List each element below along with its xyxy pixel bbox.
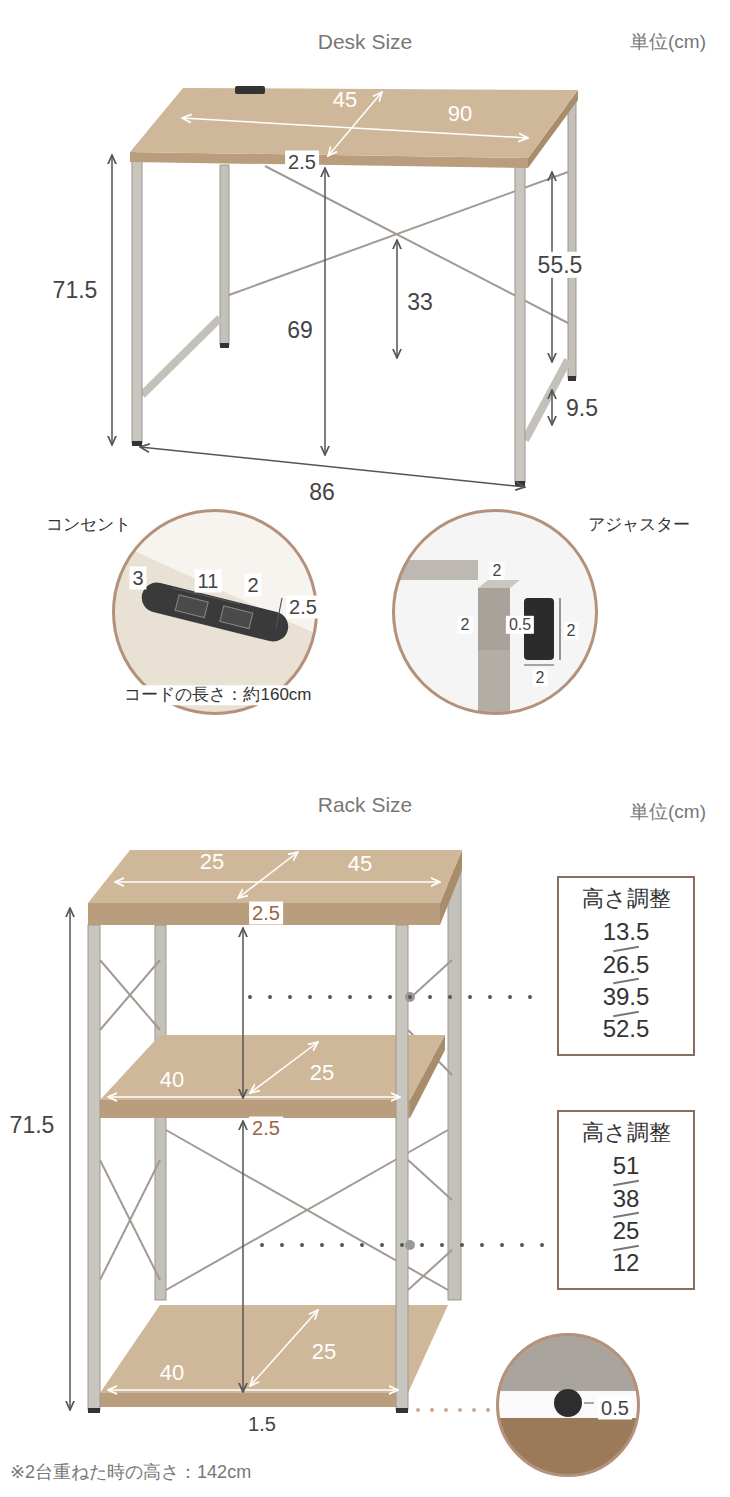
detail-dimension: 2 [533, 669, 548, 687]
detail-circle: アジャスター220.522 [392, 509, 598, 715]
height-adjust-box: 高さ調整 13.5 26.5 39.5 52.5 [557, 876, 695, 1056]
height-value: 38 [613, 1185, 640, 1214]
detail-dimension: 11 [195, 570, 222, 593]
dimension-label: 55.5 [535, 252, 586, 278]
dimension-label: 45 [333, 87, 357, 112]
height-value: 12 [613, 1249, 640, 1278]
dimension-label: 単位(cm) [630, 801, 706, 823]
dimension-label: 25 [312, 1339, 336, 1364]
dimension-label: 86 [306, 479, 338, 505]
dimension-label: Rack Size [318, 793, 413, 817]
height-adjust-box: 高さ調整 51 38 25 12 [557, 1110, 695, 1290]
dimension-label: 69 [284, 317, 316, 343]
detail-circle: 0.5 [496, 1333, 640, 1477]
dimension-label: 40 [160, 1360, 184, 1385]
dimension-label: 2.5 [285, 151, 319, 174]
dimension-label: 33 [404, 289, 436, 315]
dimension-label: Desk Size [318, 30, 413, 54]
detail-dimension: 3 [129, 567, 146, 590]
detail-dimension: 0.5 [506, 616, 534, 634]
dimension-label: 71.5 [50, 277, 101, 303]
detail-dimension: 2 [490, 562, 505, 580]
detail-dimension: 2 [244, 574, 261, 597]
height-value: 25 [613, 1217, 640, 1246]
detail-heading: コンセント [46, 515, 131, 535]
dimension-label: 9.5 [563, 395, 601, 421]
height-value: 13.5 [603, 918, 650, 947]
knob-detail [496, 1333, 642, 1480]
dimension-label: 40 [160, 1067, 184, 1092]
detail-circle: コンセント31122.5コードの長さ：約160cm [112, 509, 318, 715]
dimension-label: 2.5 [249, 1117, 283, 1140]
box-heading: 高さ調整 [582, 1120, 671, 1146]
detail-dimension: 2.5 [286, 596, 320, 619]
dimension-label: 71.5 [7, 1112, 58, 1138]
height-value: 52.5 [603, 1015, 650, 1044]
height-value: 39.5 [603, 983, 650, 1012]
height-value: 26.5 [603, 951, 650, 980]
rack-dimension-lines [70, 852, 548, 1410]
dimension-label: 25 [200, 849, 224, 874]
dimension-label: 単位(cm) [630, 31, 706, 53]
dimension-label: 25 [310, 1060, 334, 1085]
outlet-detail [110, 508, 330, 720]
dimension-label: 1.5 [245, 1413, 279, 1436]
rack-illustration [88, 850, 462, 1413]
adjuster-detail [390, 508, 602, 720]
detail-dimension: コードの長さ：約160cm [121, 685, 314, 705]
box-heading: 高さ調整 [582, 886, 671, 912]
dimension-label: 2.5 [249, 902, 283, 925]
dimension-label: 90 [448, 101, 472, 126]
detail-heading: アジャスター [588, 515, 690, 535]
detail-dimension: 2 [458, 616, 473, 634]
detail-dimension: 0.5 [598, 1397, 632, 1420]
dimension-label: 45 [348, 851, 372, 876]
height-value: 51 [613, 1152, 640, 1181]
detail-dimension: 2 [564, 622, 579, 640]
footnote-caption: ※2台重ねた時の高さ：142cm [10, 1460, 251, 1484]
desk-dimension-lines [112, 92, 552, 487]
desk-illustration [130, 86, 578, 486]
